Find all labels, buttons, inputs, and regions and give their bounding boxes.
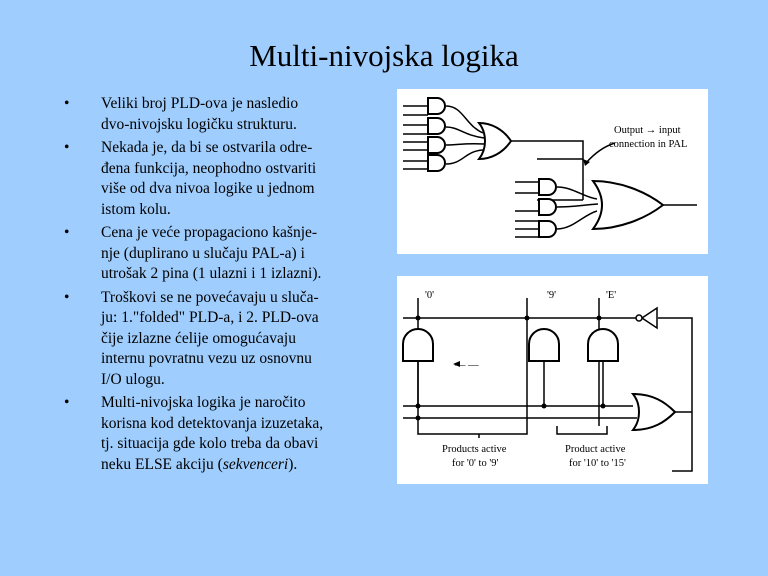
exception-circuit-diagram: — — '0' '9' 'E' Products active for '0' … [402, 290, 693, 472]
bullet-item: • Nekada je, da bi se ostvarila odre- đe… [64, 138, 384, 220]
bullet-line: Nekada je, da bi se ostvarila odre- [101, 139, 313, 156]
note-right: for '10' to '15' [569, 458, 626, 469]
multilevel-logic-figure: Output → input connection in PAL [397, 89, 708, 254]
input-label-9: '9' [547, 290, 556, 301]
bullet-line: ju: 1."folded" PLD-a, i 2. PLD-ova [101, 309, 319, 326]
first-level-and-gates [427, 97, 446, 172]
bullet-item: • Veliki broj PLD-ova je nasledio dvo-ni… [64, 94, 384, 135]
input-label-0: '0' [425, 290, 434, 301]
bullet-dot: • [64, 394, 70, 411]
bullet-line: Multi-nivojska logika je naročito [101, 394, 306, 411]
note-right: Product active [565, 444, 626, 455]
callout-label: Output → input [614, 125, 681, 136]
input-label-E: 'E' [606, 290, 616, 301]
bullet-item: • Multi-nivojska logika je naročito kori… [64, 393, 384, 475]
bullet-line: korisna kod detektovanja izuzetaka, [101, 414, 324, 432]
bullet-dot: • [64, 139, 70, 156]
bullet-italic-term: sekvenceri [222, 455, 289, 473]
bullet-item: • Troškovi se ne povećavaju u sluča- ju:… [64, 288, 384, 391]
bullet-line: tj. situacija gde kolo treba da obavi [101, 435, 319, 452]
bullet-text: neku ELSE akciju ( [101, 455, 223, 473]
ellipsis-dashes: — — [454, 360, 479, 371]
bullet-line: neku ELSE akciju (sekvenceri). [101, 456, 297, 473]
second-level-and-gates [538, 178, 557, 238]
bullet-line: dvo-nivojsku logičku strukturu. [101, 115, 297, 133]
bullet-line: Troškovi se ne povećavaju u sluča- [101, 288, 319, 306]
note-left: for '0' to '9' [452, 458, 498, 469]
callout-label: connection in PAL [609, 139, 687, 150]
bullet-dot: • [64, 224, 70, 241]
else-product-figure: — — '0' '9' 'E' Products active for '0' … [397, 276, 708, 484]
bullet-line: utrošak 2 pina (1 ulazni i 1 izlazni). [101, 265, 322, 282]
logic-circuit-diagram: Output → input connection in PAL [403, 97, 697, 238]
bullet-line: čije izlazne ćelije omogućavaju [101, 329, 296, 347]
bullet-line: I/O ulogu. [101, 370, 165, 388]
bullet-dot: • [64, 288, 70, 306]
bullet-line: Veliki broj PLD-ova je nasledio [101, 95, 299, 112]
bullet-item: • Cena je veće propagaciono kašnje- nje … [64, 223, 384, 285]
bullet-text: ). [288, 455, 298, 473]
note-left: Products active [442, 444, 507, 455]
bullet-dot: • [64, 95, 70, 112]
bullet-line: nje (duplirano u slučaju PAL-a) i [101, 244, 305, 262]
bullet-line: đena funkcija, neophodno ostvariti [101, 159, 317, 177]
bullet-line: internu povratnu vezu uz osnovnu [101, 350, 312, 367]
slide-title: Multi-nivojska logika [249, 38, 519, 73]
product-and-gates [402, 328, 619, 362]
bullet-line: Cena je veće propagaciono kašnje- [101, 224, 318, 241]
bullet-line: više od dva nivoa logike u jednom [101, 180, 315, 197]
bullet-list: • Veliki broj PLD-ova je nasledio dvo-ni… [64, 94, 384, 478]
bullet-line: istom kolu. [101, 200, 171, 218]
